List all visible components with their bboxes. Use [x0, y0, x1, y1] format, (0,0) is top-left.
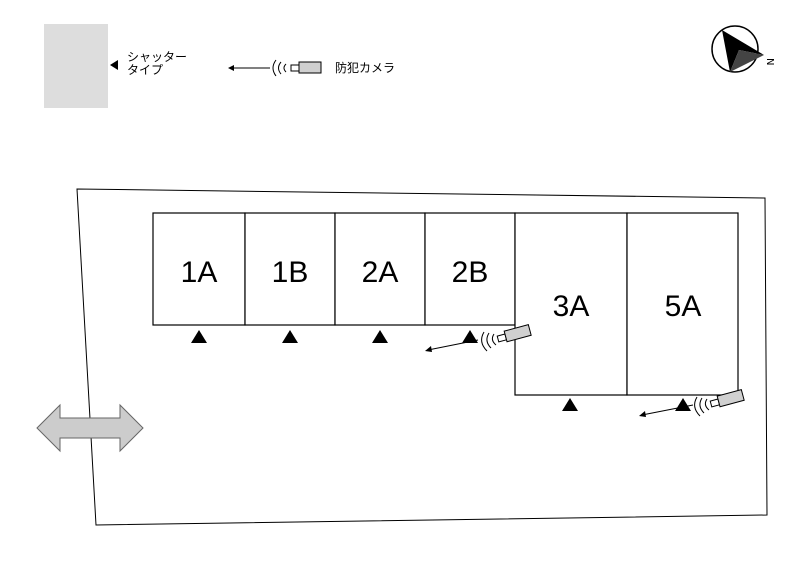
camera-legend-label: 防犯カメラ — [335, 61, 396, 75]
shutter-label-line1: シャッター — [127, 50, 188, 64]
unit-2B — [424, 212, 516, 326]
lot-boundary — [76, 188, 768, 526]
shutter-marker-icon — [562, 398, 578, 411]
unit-label: 3A — [553, 290, 590, 323]
unit-label: 5A — [665, 290, 702, 323]
entrance-arrow-icon — [36, 403, 144, 453]
garage-row-front — [152, 212, 739, 396]
unit-5A — [626, 212, 739, 396]
shutter-marker-icon — [110, 60, 118, 70]
shutter-marker-icon — [191, 330, 207, 343]
shutter-marker-icon — [372, 330, 388, 343]
shutter-label-line2: タイプ — [127, 63, 164, 77]
unit-label: 2A — [362, 256, 399, 289]
camera-icon — [425, 324, 532, 352]
shutter-marker-icon — [675, 398, 691, 411]
unit-label: 1A — [181, 256, 218, 289]
compass-north-label: N — [764, 58, 775, 65]
unit-3A — [514, 212, 628, 396]
unit-label: 2B — [452, 256, 489, 289]
shutter-marker-icon — [462, 330, 478, 343]
camera-legend-icon — [228, 59, 322, 77]
compass-icon — [711, 25, 764, 73]
camera-icon — [639, 389, 745, 417]
shutter-swatch — [44, 24, 108, 108]
shutter-marker-icon — [282, 330, 298, 343]
unit-label: 1B — [272, 256, 309, 289]
